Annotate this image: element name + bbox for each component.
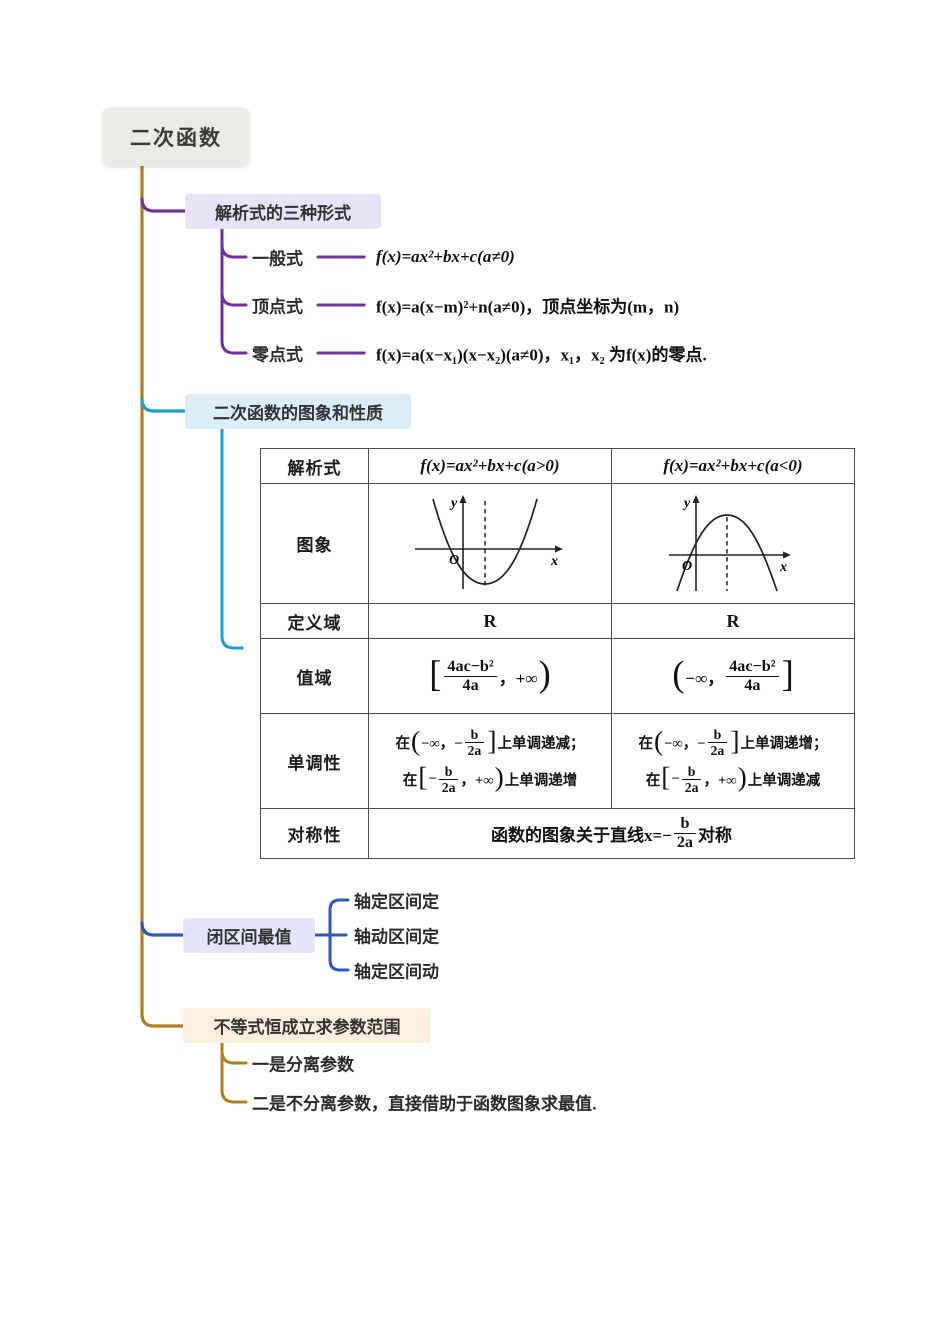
zero-form-formula: f(x)=a(x−x₁)(x−x₂)(a≠0)，x₁，x₂ 为f(x)的零点. — [376, 345, 707, 365]
origin-label: O — [682, 559, 692, 574]
branch2-subline — [220, 427, 244, 650]
symmetry-suf: 对称 — [698, 826, 732, 845]
analytic-a-positive: f(x)=ax²+bx+c(a>0) — [369, 449, 612, 484]
trunk-line — [140, 164, 186, 1028]
branch1-child2-elbow — [220, 291, 248, 307]
close-bracket: ) — [538, 653, 551, 695]
open-bracket: [ — [429, 653, 442, 695]
child-zero-form[interactable]: 零点式 — [252, 345, 303, 365]
branch4-child1-elbow — [220, 1049, 248, 1065]
open-bracket: ( — [672, 653, 685, 695]
range-tail: ，+∞ — [498, 668, 538, 688]
parabola-up-graph: y x O — [369, 484, 612, 604]
branch3-down-line — [328, 933, 350, 972]
branch1-connector — [140, 197, 188, 213]
child-general-form[interactable]: 一般式 — [252, 249, 303, 269]
root-node[interactable]: 二次函数 — [103, 108, 249, 166]
general-form-formula: f(x)=ax²+bx+c(a≠0) — [376, 247, 515, 266]
branch-node-graph-properties[interactable]: 二次函数的图象和性质 — [185, 394, 411, 429]
axis-label-y: y — [682, 496, 691, 511]
branch3-up-line — [328, 898, 350, 937]
row-label-symmetry: 对称性 — [261, 809, 369, 859]
root-label: 二次函数 — [130, 127, 222, 150]
child-fixed-axis-moving-interval[interactable]: 轴定区间动 — [354, 962, 439, 982]
child-separate-parameter[interactable]: 一是分离参数 — [252, 1055, 354, 1075]
branch1-subline — [220, 227, 248, 355]
fraction-numerator: 4ac−b² — [726, 658, 779, 677]
branch3-label: 闭区间最值 — [206, 928, 292, 947]
branch1-label: 解析式的三种形式 — [215, 204, 351, 223]
row-label-domain: 定义域 — [261, 604, 369, 639]
child-vertex-form[interactable]: 顶点式 — [252, 297, 303, 317]
parabola-down-graph: y x O — [612, 484, 855, 604]
fraction-denominator: 4a — [462, 676, 479, 694]
axis-label-x: x — [550, 554, 558, 569]
domain-a-positive: R — [369, 604, 612, 639]
branch1-child1-elbow — [220, 243, 248, 259]
branch4-subline — [220, 1041, 248, 1104]
branch2-label: 二次函数的图象和性质 — [213, 404, 383, 423]
branch3-connector — [140, 921, 186, 937]
range-head: −∞， — [685, 668, 725, 688]
fraction-numerator: b — [673, 815, 696, 834]
symmetry-pre: 函数的图象关于直线x=− — [490, 826, 672, 845]
child-fixed-axis-fixed-interval[interactable]: 轴定区间定 — [354, 892, 439, 912]
axis-label-x: x — [779, 560, 787, 575]
analytic-a-negative: f(x)=ax²+bx+c(a<0) — [612, 449, 855, 484]
branch-node-analytic-forms[interactable]: 解析式的三种形式 — [185, 194, 381, 229]
branch4-label: 不等式恒成立求参数范围 — [213, 1018, 401, 1037]
row-label-analytic: 解析式 — [261, 449, 369, 484]
vertex-form-formula: f(x)=a(x−m)²+n(a≠0)，顶点坐标为(m，n) — [376, 297, 680, 317]
domain-a-negative: R — [612, 604, 855, 639]
row-label-graph: 图象 — [261, 484, 369, 604]
child-not-separate-parameter[interactable]: 二是不分离参数，直接借助于函数图象求最值. — [252, 1094, 597, 1114]
fraction-denominator: 2a — [676, 834, 693, 851]
branch2-connector — [140, 397, 188, 413]
close-bracket: ] — [781, 653, 794, 695]
child-moving-axis-fixed-interval[interactable]: 轴动区间定 — [354, 927, 439, 947]
origin-label: O — [449, 553, 459, 568]
branch-node-closed-interval-extrema[interactable]: 闭区间最值 — [183, 918, 315, 953]
properties-table: 解析式 f(x)=ax²+bx+c(a>0) f(x)=ax²+bx+c(a<0… — [260, 448, 855, 859]
axis-label-y: y — [449, 496, 458, 511]
fraction-denominator: 4a — [744, 676, 761, 694]
branch-node-inequality-parameter-range[interactable]: 不等式恒成立求参数范围 — [183, 1008, 431, 1043]
row-label-range: 值域 — [261, 639, 369, 714]
fraction-numerator: 4ac−b² — [444, 658, 497, 677]
row-label-monotonicity: 单调性 — [261, 714, 369, 809]
